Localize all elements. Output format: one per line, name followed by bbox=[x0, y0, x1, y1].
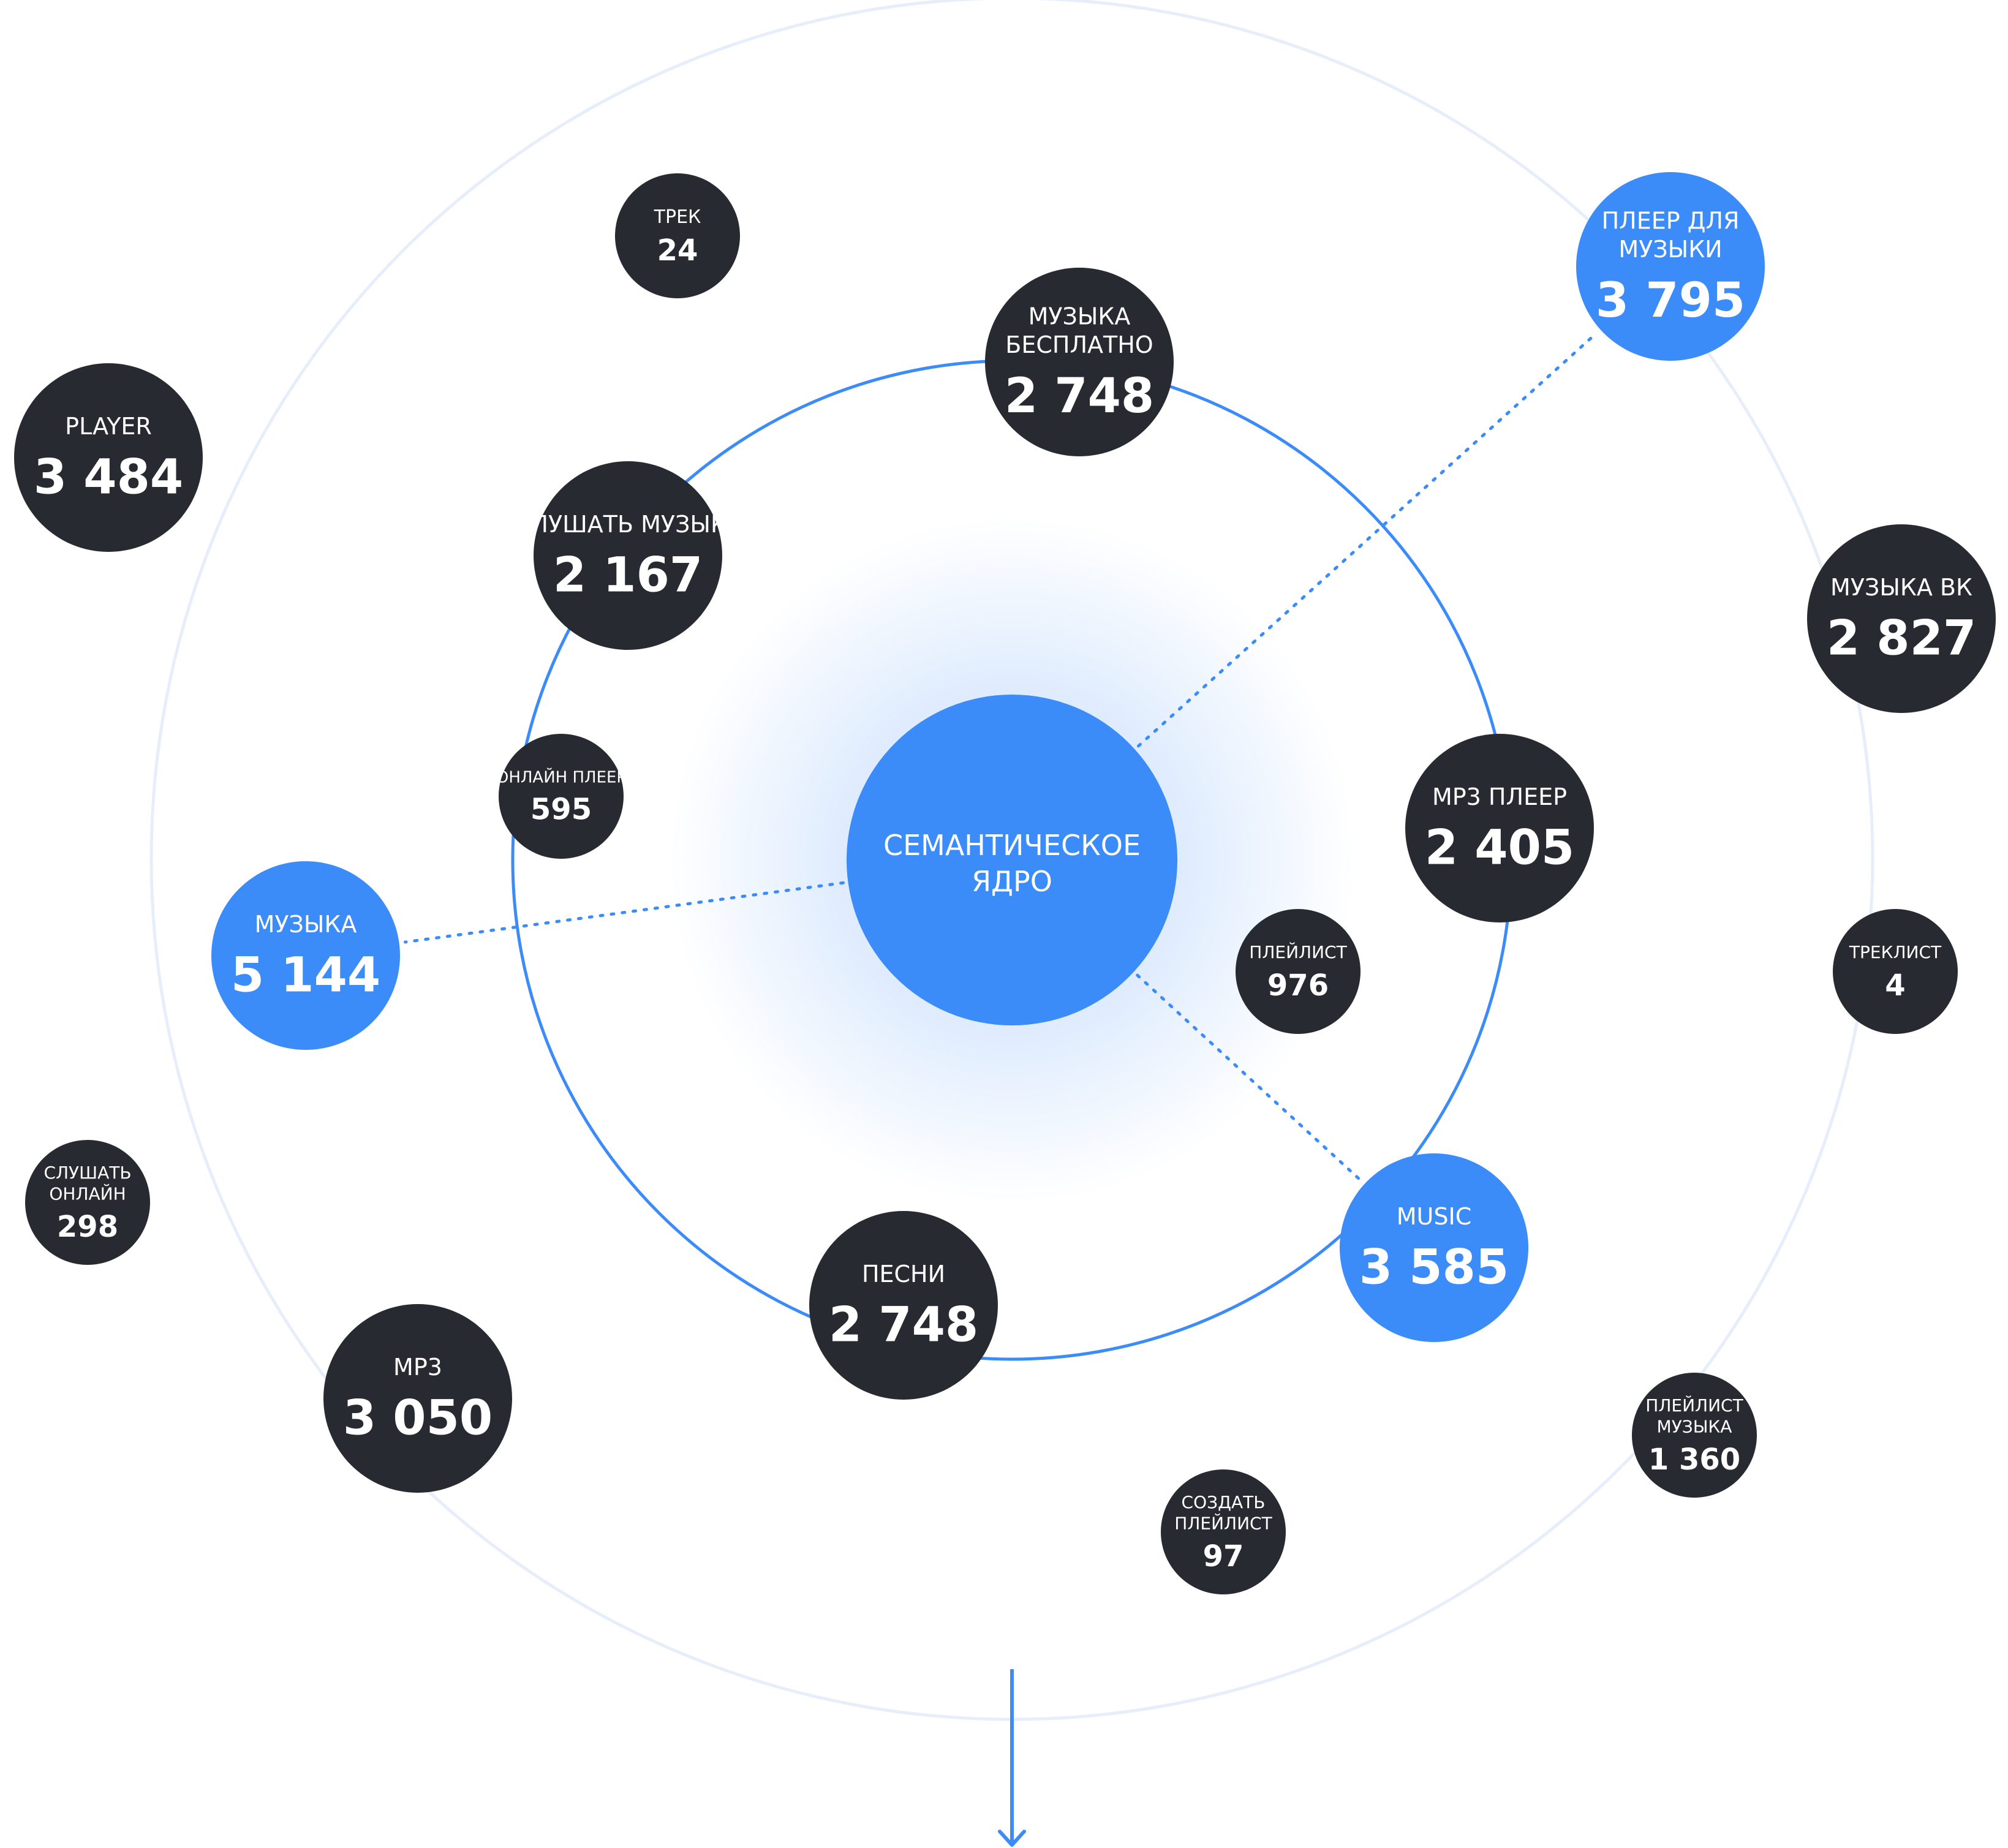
bubble-value: 3 585 bbox=[1359, 1240, 1509, 1295]
bubble-title: MP3 bbox=[393, 1354, 442, 1381]
bubble-value: 298 bbox=[57, 1210, 118, 1244]
bubble-title: СЛУШАТЬ bbox=[43, 1163, 131, 1183]
bubble-circle bbox=[211, 861, 400, 1050]
semantic-core-title-line-1: СЕМАНТИЧЕСКОЕ bbox=[883, 829, 1141, 862]
bubble-circle bbox=[1340, 1153, 1528, 1342]
keyword-bubble-music: MUSIC 3 585 bbox=[1340, 1153, 1528, 1342]
keyword-bubble-onlain-pleer: ОНЛАЙН ПЛЕЕР 595 bbox=[496, 734, 626, 859]
bubble-circle bbox=[1807, 524, 1996, 713]
keyword-bubble-mp3-pleer: MP3 ПЛЕЕР 2 405 bbox=[1405, 734, 1594, 922]
bubble-circle bbox=[985, 268, 1174, 456]
connector-lines bbox=[404, 332, 1598, 1182]
bubble-value: 595 bbox=[530, 793, 592, 827]
bubble-title: ПЕСНИ bbox=[862, 1261, 945, 1288]
bubble-title: ПЛЕЙЛИСТ bbox=[1645, 1395, 1743, 1416]
bubble-value: 5 144 bbox=[231, 948, 380, 1003]
bubble-title: МУЗЫКИ bbox=[1618, 236, 1722, 263]
bubble-title: ПЛЕЙЛИСТ bbox=[1174, 1512, 1272, 1533]
keyword-bubble-pesni: ПЕСНИ 2 748 bbox=[809, 1211, 998, 1400]
bubble-title: ОНЛАЙН ПЛЕЕР bbox=[496, 767, 626, 786]
bubble-circle bbox=[1405, 734, 1594, 922]
bubble-value: 2 167 bbox=[553, 548, 703, 603]
semantic-core-circle bbox=[847, 695, 1177, 1025]
connector-line-muzyka bbox=[404, 881, 845, 944]
bubble-value: 24 bbox=[657, 233, 698, 268]
keyword-bubble-trek: ТРЕК 24 bbox=[615, 173, 740, 298]
bubble-circle bbox=[1161, 1469, 1286, 1594]
keyword-bubble-slushat-muzyku: СЛУШАТЬ МУЗЫКУ 2 167 bbox=[515, 461, 741, 650]
keyword-bubble-pleilist: ПЛЕЙЛИСТ 976 bbox=[1236, 909, 1361, 1034]
arrow-down-icon bbox=[998, 1669, 1026, 1847]
bubble-circle bbox=[615, 173, 740, 298]
bubble-title: ТРЕКЛИСТ bbox=[1849, 942, 1942, 962]
bubble-value: 3 795 bbox=[1596, 273, 1745, 328]
bubble-value: 2 405 bbox=[1425, 821, 1574, 876]
bubble-circle bbox=[1236, 909, 1361, 1034]
keyword-bubble-muzyka-vk: МУЗЫКА ВК 2 827 bbox=[1807, 524, 1996, 713]
bubble-value: 2 748 bbox=[829, 1298, 978, 1353]
bubble-circle bbox=[1576, 172, 1765, 361]
bubble-title: ТРЕК bbox=[654, 206, 701, 228]
bubble-title: MUSIC bbox=[1397, 1203, 1471, 1230]
bubble-value: 4 bbox=[1885, 968, 1905, 1003]
bubble-title: PLAYER bbox=[65, 413, 152, 440]
bubble-circle bbox=[499, 734, 624, 859]
semantic-core: СЕМАНТИЧЕСКОЕ ЯДРО bbox=[847, 695, 1177, 1025]
bubble-title: ОНЛАЙН bbox=[49, 1183, 126, 1204]
bubble-circle bbox=[1632, 1373, 1757, 1498]
bubble-title: БЕСПЛАТНО bbox=[1005, 331, 1153, 358]
bubble-title: MP3 ПЛЕЕР bbox=[1432, 783, 1567, 810]
bubble-title: ПЛЕЕР ДЛЯ bbox=[1602, 208, 1740, 235]
bubble-title: МУЗЫКА ВК bbox=[1830, 574, 1972, 601]
bubble-title: СОЗДАТЬ bbox=[1182, 1492, 1266, 1512]
bubble-title: МУЗЫКА bbox=[1657, 1416, 1732, 1436]
semantic-core-title-line-2: ЯДРО bbox=[972, 865, 1052, 898]
bubble-value: 2 827 bbox=[1827, 611, 1976, 666]
bubble-value: 3 484 bbox=[34, 450, 183, 505]
bubble-value: 3 050 bbox=[343, 1391, 493, 1446]
bubble-value: 1 360 bbox=[1648, 1443, 1740, 1477]
keyword-bubble-treklist: ТРЕКЛИСТ 4 bbox=[1833, 909, 1958, 1034]
bubble-circle bbox=[323, 1304, 512, 1493]
bubble-title: МУЗЫКА bbox=[255, 911, 357, 938]
keyword-bubble-player: PLAYER 3 484 bbox=[14, 363, 203, 552]
bubble-circle bbox=[1833, 909, 1958, 1034]
keyword-bubble-mp3: MP3 3 050 bbox=[323, 1304, 512, 1493]
bubble-value: 97 bbox=[1203, 1539, 1244, 1574]
bubble-circle bbox=[25, 1140, 150, 1265]
bubble-circle bbox=[534, 461, 722, 650]
bubble-circle bbox=[14, 363, 203, 552]
keyword-bubble-muzyka: МУЗЫКА 5 144 bbox=[211, 861, 400, 1050]
connector-line-pleer-dlya-muzyki bbox=[1136, 332, 1598, 748]
bubble-circle bbox=[809, 1211, 998, 1400]
bubble-value: 2 748 bbox=[1005, 369, 1154, 424]
bubble-value: 976 bbox=[1267, 968, 1329, 1003]
bubble-title: СЛУШАТЬ МУЗЫКУ bbox=[515, 511, 741, 538]
bubble-title: ПЛЕЙЛИСТ bbox=[1249, 941, 1347, 962]
bubble-title: МУЗЫКА bbox=[1029, 303, 1131, 330]
